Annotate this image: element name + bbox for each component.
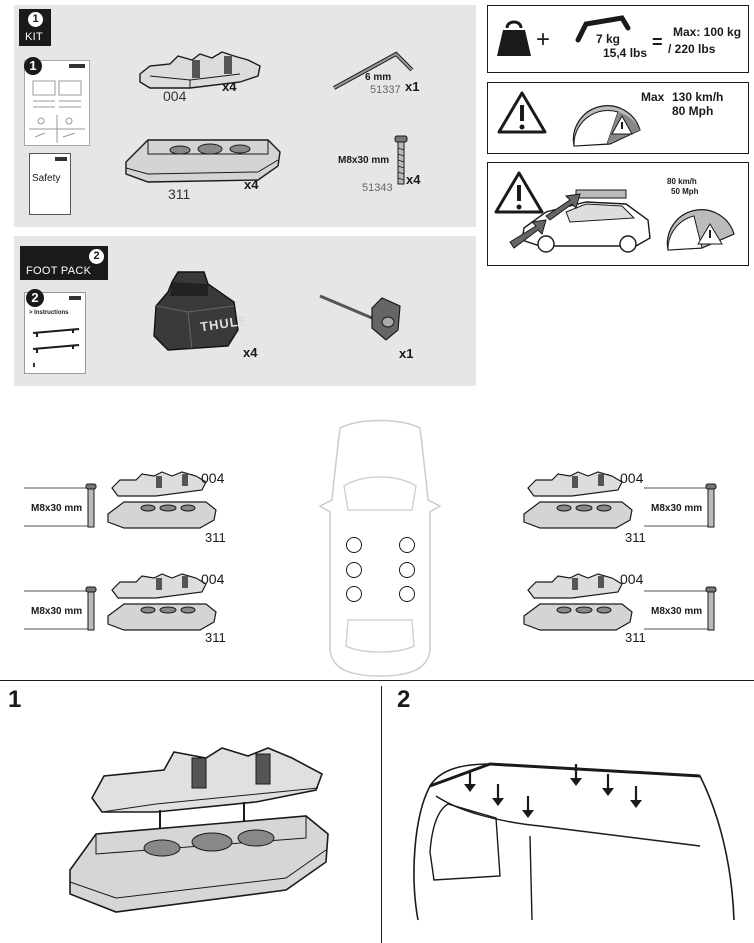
safety-label: Safety (32, 173, 61, 184)
part-code-004: 004 (163, 88, 187, 104)
kit-badge-number: 1 (28, 12, 43, 27)
placement-bolt-drawing (24, 586, 97, 631)
speed-max-kmh: 130 km/h (672, 90, 724, 104)
crash-speed-mph: 50 Mph (671, 187, 699, 196)
crash-speedometer-icon (666, 209, 735, 251)
crash-speed-kmh: 80 km/h (667, 177, 697, 186)
equals-sign: = (652, 32, 663, 52)
step-1-assembly-drawing (69, 747, 329, 913)
foot-position-marker (346, 537, 362, 553)
bracket-pair-drawing (523, 573, 633, 631)
warning-triangle-icon (497, 91, 547, 134)
speed-max-label: Max (641, 90, 665, 104)
max-load-line1: Max: 100 kg (673, 25, 742, 39)
step-2-number: 2 (397, 686, 411, 713)
kit-badge-label: KIT (25, 31, 44, 43)
placement-bolt-label: M8x30 mm (31, 606, 83, 617)
placement-code-311: 311 (625, 530, 646, 545)
roof-bar-icon (575, 15, 631, 43)
allen-key-drawing (333, 51, 414, 90)
foot-position-marker (346, 562, 362, 578)
placement-bolt-drawing (24, 483, 97, 528)
part-code-311: 311 (168, 186, 191, 202)
foot-pack-badge-number: 2 (89, 249, 104, 264)
kit-badge: 1 KIT (19, 9, 51, 46)
kit-panel (14, 5, 476, 227)
placement-bolt-label: M8x30 mm (31, 503, 83, 514)
allen-key-code: 51337 (370, 84, 401, 96)
placement-code-004: 004 (620, 571, 644, 587)
part-qty-311: x4 (244, 177, 259, 192)
plus-sign: + (536, 26, 551, 53)
bar-weight-lbs: 15,4 lbs (603, 46, 648, 60)
base-311-drawing (125, 139, 281, 183)
safety-booklet-logo (55, 157, 67, 161)
foot-pack-booklet-logo (69, 296, 81, 300)
allen-key-qty: x1 (405, 79, 420, 94)
booklet-number-badge: 1 (24, 57, 42, 75)
car-top-view-outline (318, 419, 442, 677)
max-load-line2: / 220 lbs (668, 42, 716, 56)
booklet-page-mark (33, 363, 35, 367)
foot-pack-booklet-number: 2 (31, 290, 39, 305)
key-tool-drawing (319, 294, 401, 341)
placement-code-004: 004 (201, 470, 225, 486)
foot-position-marker (399, 562, 415, 578)
placement-code-311: 311 (625, 630, 646, 645)
bolt-drawing (394, 135, 408, 185)
foot-position-marker (399, 537, 415, 553)
speedometer-icon (572, 105, 641, 147)
placement-code-311: 311 (205, 630, 226, 645)
booklet-thumbnail-icon (29, 64, 85, 143)
thule-foot-drawing (153, 271, 239, 351)
placement-bolt-label: M8x30 mm (651, 606, 703, 617)
placement-code-311: 311 (205, 530, 226, 545)
bracket-top-004-drawing (139, 51, 261, 89)
crash-warning-triangle-icon (494, 171, 544, 214)
bolt-size: M8x30 mm (338, 155, 390, 166)
placement-bolt-label: M8x30 mm (651, 503, 703, 514)
allen-key-size: 6 mm (365, 72, 392, 83)
bracket-pair-drawing (523, 471, 633, 529)
key-qty: x1 (399, 346, 414, 361)
instructions-label: > Instructions (29, 310, 69, 316)
foot-pack-badge: 2 FOOT PACK (20, 246, 108, 280)
placement-bolt-drawing (644, 483, 717, 528)
bar-weight-kg: 7 kg (596, 32, 621, 46)
foot-position-marker (346, 586, 362, 602)
bracket-pair-drawing (107, 573, 217, 631)
car-with-load-icon (509, 189, 651, 253)
part-qty-004: x4 (222, 79, 237, 94)
speed-max-mph: 80 Mph (672, 104, 714, 118)
bolt-code: 51343 (362, 182, 393, 194)
bars-thumbnail-icon (32, 328, 80, 353)
placement-bolt-drawing (644, 586, 717, 631)
booklet-number: 1 (29, 58, 37, 73)
bolt-qty: x4 (406, 172, 421, 187)
bracket-pair-drawing (107, 471, 217, 529)
safety-booklet: Safety (29, 153, 71, 215)
steps-divider-vertical (381, 686, 382, 943)
foot-pack-badge-label: FOOT PACK (26, 265, 92, 277)
step-2-roof-drawing (413, 762, 735, 921)
foot-pack-booklet-number-badge: 2 (26, 289, 44, 307)
foot-position-marker (399, 586, 415, 602)
step-1-number: 1 (8, 686, 22, 713)
placement-code-004: 004 (201, 571, 225, 587)
steps-divider-horizontal (0, 680, 754, 681)
weight-icon (497, 20, 531, 56)
placement-code-004: 004 (620, 470, 644, 486)
foot-qty: x4 (243, 345, 258, 360)
